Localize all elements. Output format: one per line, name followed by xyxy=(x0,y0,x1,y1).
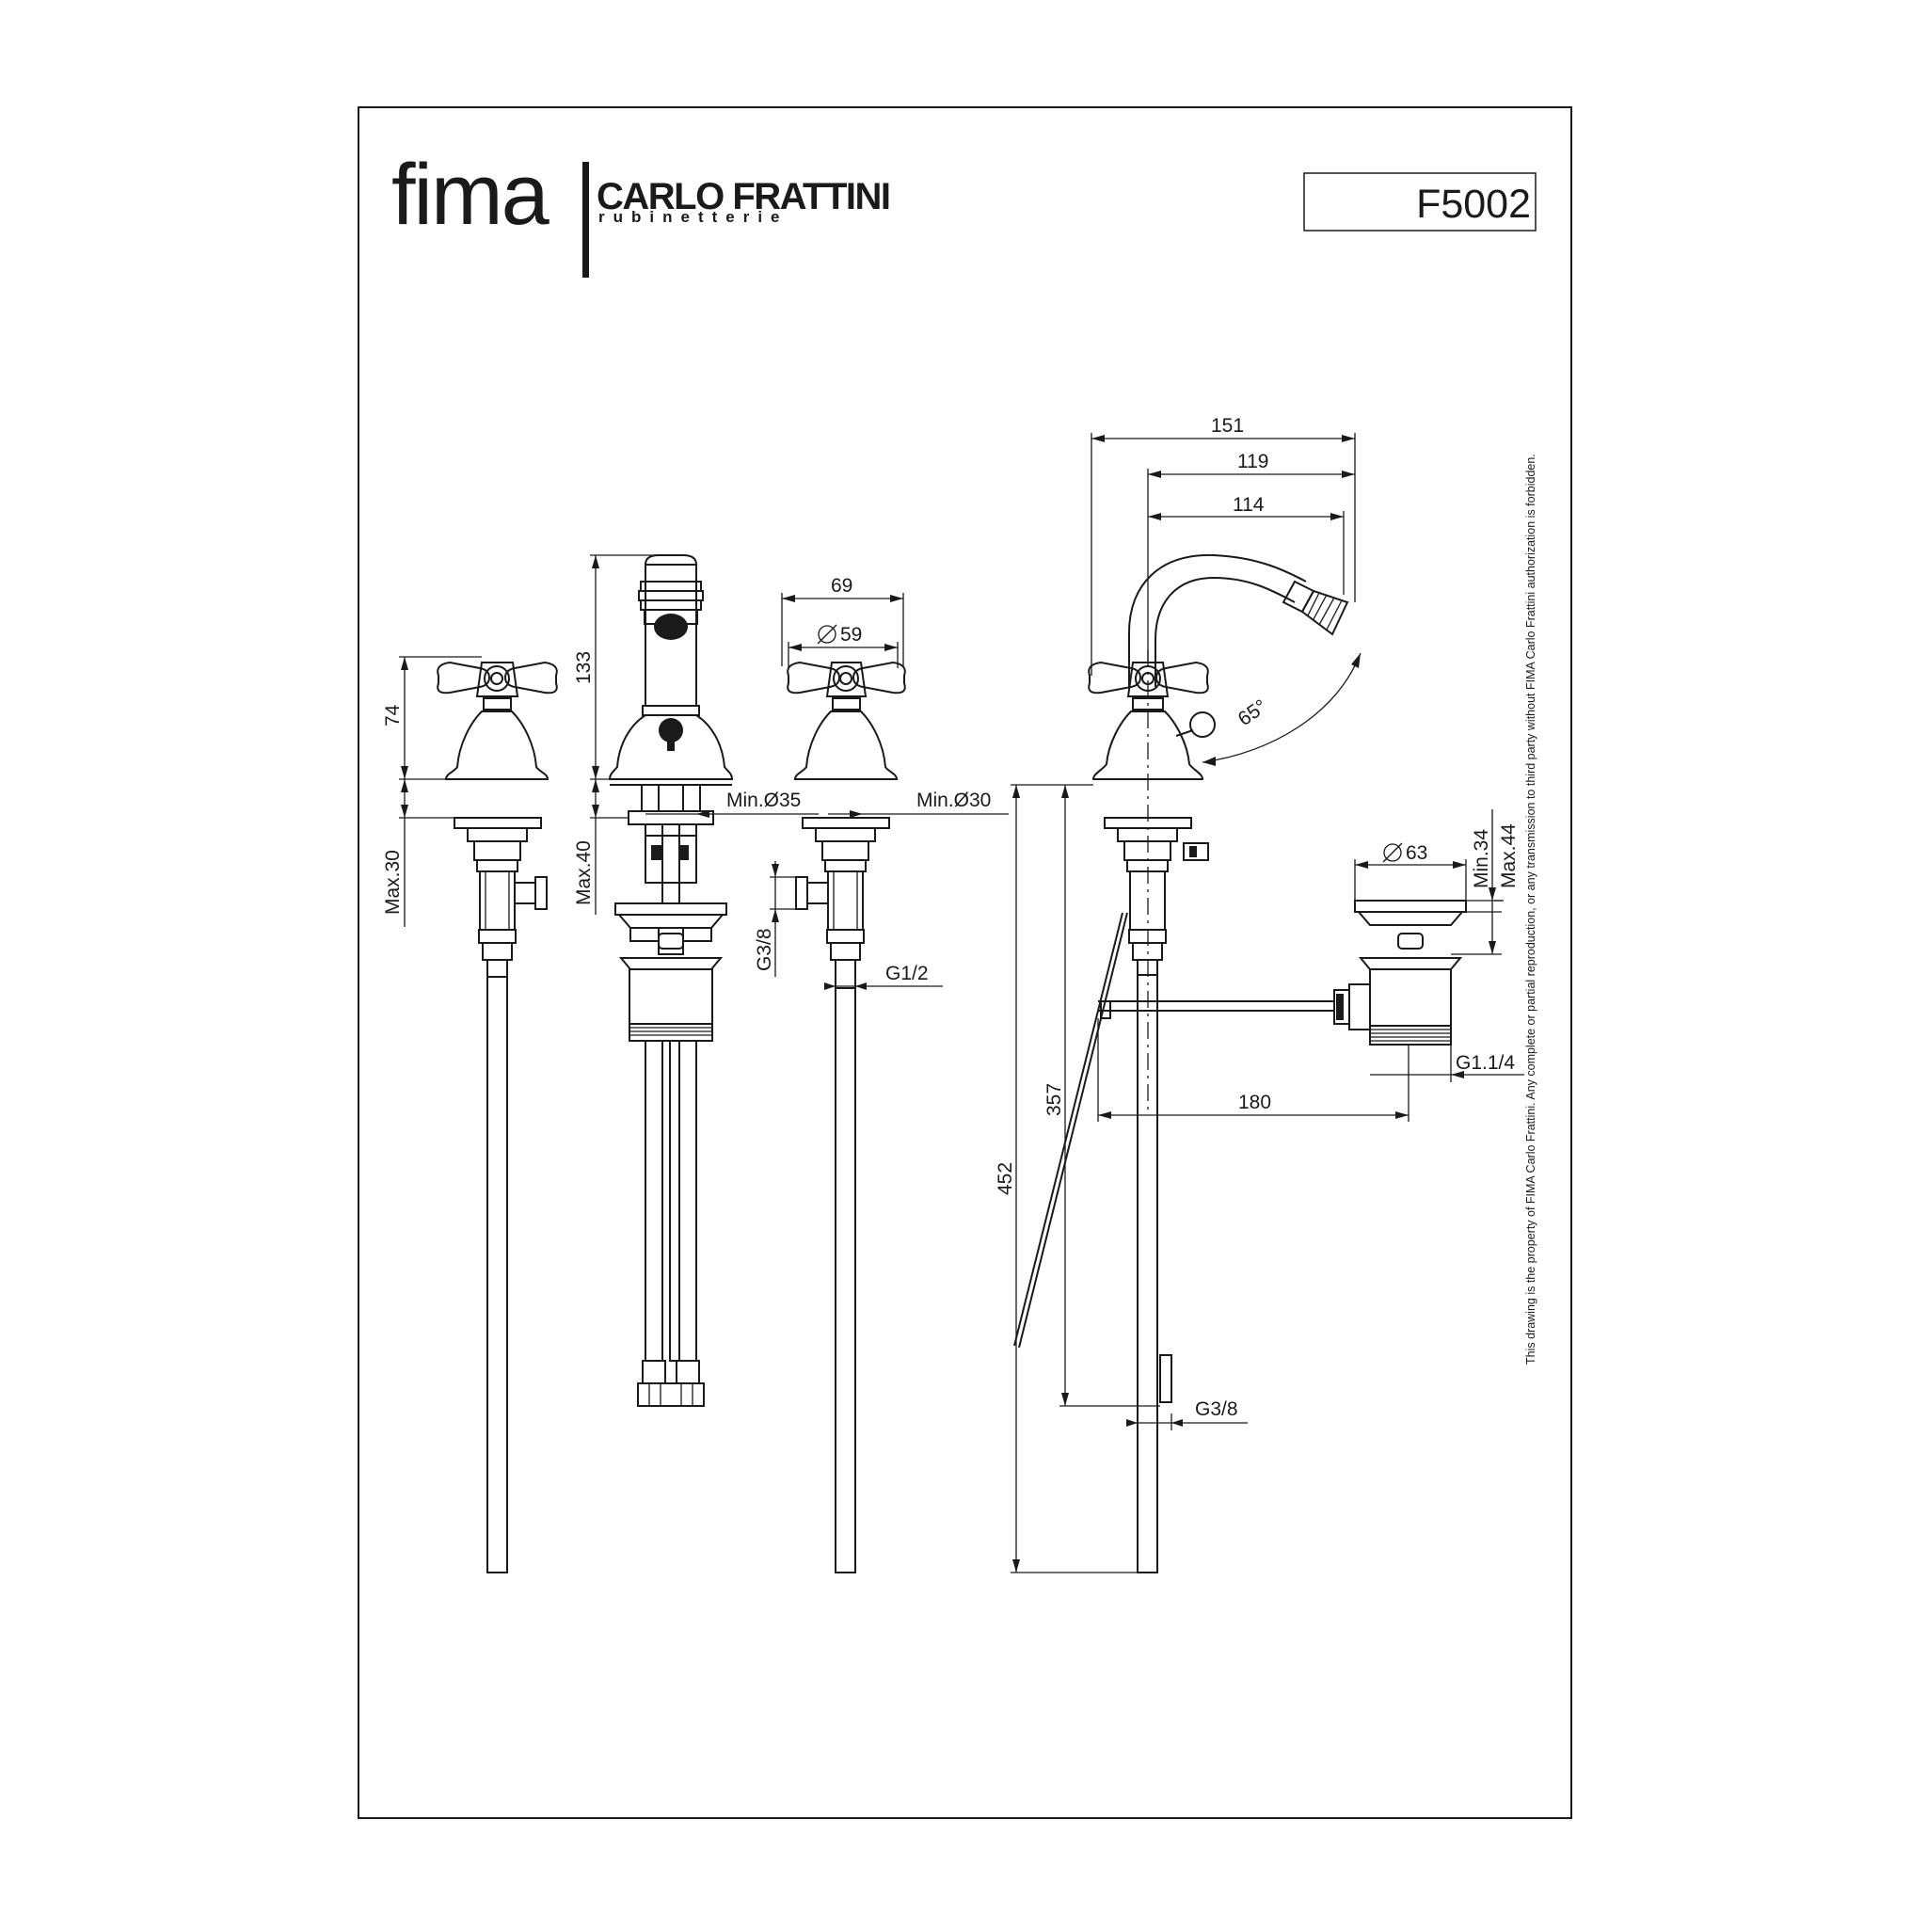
brand-maker: CARLO FRATTINI xyxy=(597,176,890,217)
dim-left-valve-height: 74 xyxy=(382,704,404,726)
dim-hose-length: 357 xyxy=(1043,1083,1065,1116)
dim-right-valve-width: 69 xyxy=(831,575,852,597)
dim-waste-min: Min.34 xyxy=(1471,829,1492,888)
dim-spout-hole: Min.Ø35 xyxy=(726,790,801,811)
dim-swivel-angle: 65° xyxy=(1234,695,1271,730)
side-view: 65° xyxy=(995,415,1524,1573)
sheet-border xyxy=(358,106,1572,1819)
dim-overall-length: 452 xyxy=(995,1162,1016,1195)
dim-right-valve-hole: Min.Ø30 xyxy=(916,790,991,811)
dim-spout-reach-inner: 114 xyxy=(1233,494,1265,516)
model-code-box xyxy=(1303,172,1537,232)
spout-front-view: 133 Max.40 Min.Ø35 xyxy=(573,554,819,1407)
dim-waste-rod-length: 180 xyxy=(1238,1092,1271,1113)
brand-name: fima xyxy=(391,147,550,243)
dim-waste-thread: G1.1/4 xyxy=(1456,1052,1515,1074)
dim-hose-thread: G3/8 xyxy=(1195,1398,1238,1420)
dim-overall-reach: 151 xyxy=(1211,415,1244,437)
dim-spout-height: 133 xyxy=(573,651,595,684)
right-valve-view: 69 59 Min.Ø30 G3/8 G1/2 xyxy=(754,575,1009,1573)
brand-logo: fima CARLO FRATTINI rubinetterie xyxy=(391,147,891,278)
brand-tagline: rubinetterie xyxy=(598,208,788,226)
logo-divider xyxy=(582,162,589,278)
dim-spout-deck: Max.40 xyxy=(573,840,595,905)
dim-right-valve-diameter: 59 xyxy=(840,624,862,646)
dim-right-valve-thread-side: G3/8 xyxy=(754,928,775,971)
dim-left-valve-deck: Max.30 xyxy=(382,850,404,915)
dim-waste-max: Max.44 xyxy=(1498,823,1520,888)
left-valve-view: 74 Max.30 xyxy=(382,656,558,1573)
copyright-notice: This drawing is the property of FIMA Car… xyxy=(1524,454,1537,1365)
dim-waste-diameter: 63 xyxy=(1406,842,1427,864)
dim-right-valve-thread-bottom: G1/2 xyxy=(885,963,929,984)
model-code: F5002 xyxy=(1416,182,1531,227)
dim-spout-reach-outer: 119 xyxy=(1237,451,1268,472)
